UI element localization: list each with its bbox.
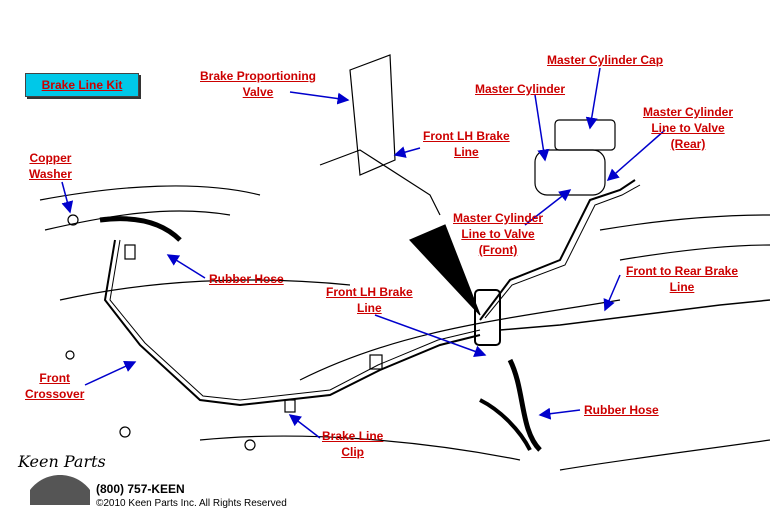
label-line: Copper bbox=[29, 151, 72, 165]
label-line: Master Cylinder bbox=[643, 105, 734, 119]
label-line: (Front) bbox=[478, 243, 518, 257]
label-line: Line to Valve bbox=[651, 121, 725, 135]
label-line: Line bbox=[357, 301, 382, 315]
label-line: (Rear) bbox=[670, 137, 706, 151]
label-line: Master Cylinder Cap bbox=[547, 53, 664, 67]
label-line: Line to Valve bbox=[461, 227, 535, 241]
label-front-lh-brake-line-mid[interactable]: Front LH Brake Line bbox=[326, 284, 413, 316]
callout-arrows bbox=[61, 67, 666, 439]
label-copper-washer[interactable]: Copper Washer bbox=[29, 150, 72, 182]
label-line: Line bbox=[669, 280, 695, 294]
label-line: Rubber Hose bbox=[209, 272, 284, 286]
label-line: Master Cylinder bbox=[475, 82, 566, 96]
label-line: Crossover bbox=[25, 387, 85, 401]
label-master-cylinder-line-front[interactable]: Master Cylinder Line to Valve (Front) bbox=[453, 210, 543, 258]
label-brake-line-clip[interactable]: Brake Line Clip bbox=[322, 428, 383, 460]
phone-number: (800) 757-KEEN bbox=[96, 482, 185, 496]
label-front-lh-brake-line-top[interactable]: Front LH Brake Line bbox=[423, 128, 510, 160]
label-line: Line bbox=[454, 145, 479, 159]
label-rubber-hose-right[interactable]: Rubber Hose bbox=[584, 402, 659, 418]
label-master-cylinder-line-rear[interactable]: Master Cylinder Line to Valve (Rear) bbox=[643, 104, 733, 152]
label-line: Washer bbox=[29, 167, 72, 181]
label-master-cylinder[interactable]: Master Cylinder bbox=[475, 81, 565, 97]
label-master-cylinder-cap[interactable]: Master Cylinder Cap bbox=[547, 52, 663, 68]
label-rubber-hose-left[interactable]: Rubber Hose bbox=[209, 271, 284, 287]
label-line: Brake Line bbox=[322, 429, 384, 443]
logo-car-icon bbox=[30, 475, 90, 505]
label-line: Brake Proportioning bbox=[200, 69, 317, 83]
label-line: Clip bbox=[341, 445, 365, 459]
label-line: Rubber Hose bbox=[584, 403, 659, 417]
label-front-crossover[interactable]: Front Crossover bbox=[25, 370, 84, 402]
label-line: Valve bbox=[242, 85, 274, 99]
line-art bbox=[39, 54, 770, 471]
copyright-text: ©2010 Keen Parts Inc. All Rights Reserve… bbox=[96, 498, 287, 509]
brake-line-kit-button[interactable]: Brake Line Kit bbox=[25, 73, 139, 97]
label-front-to-rear-brake-line[interactable]: Front to Rear Brake Line bbox=[626, 263, 738, 295]
label-line: Front bbox=[39, 371, 71, 385]
label-line: Front LH Brake bbox=[423, 129, 510, 143]
label-line: Master Cylinder bbox=[453, 211, 544, 225]
keen-parts-logo: Keen Parts bbox=[18, 452, 106, 471]
label-line: Front to Rear Brake bbox=[626, 264, 739, 278]
label-brake-proportioning-valve[interactable]: Brake Proportioning Valve bbox=[200, 68, 316, 100]
label-line: Front LH Brake bbox=[326, 285, 413, 299]
